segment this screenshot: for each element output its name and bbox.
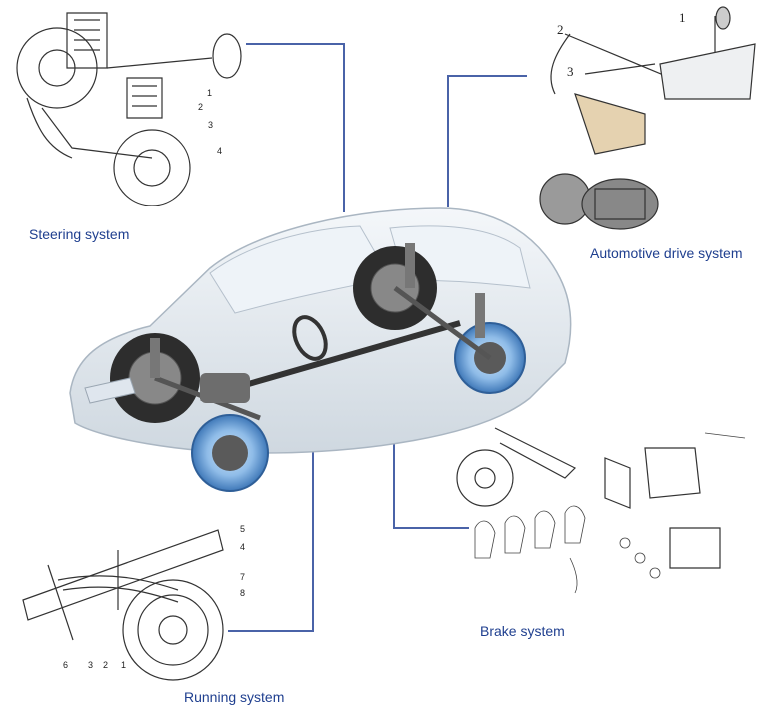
car-illustration [69,207,572,492]
running-system-label: Running system [184,689,285,705]
steering-illustration: 1 2 3 4 [16,12,242,206]
drive-illustration: 1 2 3 [539,6,756,230]
running-callout-3: 3 [88,660,93,670]
steering-connector [246,43,345,212]
drive-system-label: Automotive drive system [590,245,743,261]
brake-illustration [456,427,746,594]
running-callout-8: 8 [240,588,245,598]
steering-callout-3: 3 [208,120,213,130]
drive-callout-3: 3 [567,64,574,79]
steering-callout-1: 1 [207,88,212,98]
running-callout-1: 1 [121,660,126,670]
steering-wheel [292,315,328,361]
running-callout-6: 6 [63,660,68,670]
steering-system-label: Steering system [29,226,130,242]
brake-connector [393,418,469,529]
drive-connector [447,75,527,207]
running-callout-5: 5 [240,524,245,534]
running-callout-4: 4 [240,542,245,552]
running-connector [228,452,314,632]
steering-callout-4: 4 [217,146,222,156]
brake-system-label: Brake system [480,623,565,639]
running-illustration: 1 2 3 4 5 6 7 8 [22,524,245,681]
running-callout-2: 2 [103,660,108,670]
drive-callout-2: 2 [557,22,564,37]
steering-callout-2: 2 [198,102,203,112]
running-callout-7: 7 [240,572,245,582]
drive-callout-1: 1 [679,10,686,25]
